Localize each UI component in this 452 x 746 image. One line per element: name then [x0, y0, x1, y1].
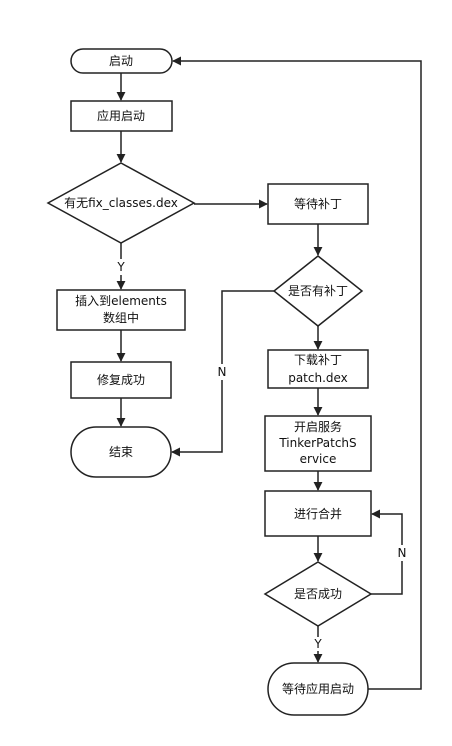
insert-label-line-2: 数组中	[103, 310, 139, 325]
fix-success-label: 修复成功	[97, 372, 145, 387]
fix-success-node	[70, 361, 172, 399]
success-label: 是否成功	[294, 587, 342, 601]
end-label: 结束	[109, 445, 133, 459]
download-label-line-2: patch.dex	[288, 371, 348, 385]
start-service-node	[264, 415, 372, 472]
edge-label-no-2: N	[398, 546, 407, 560]
edge-label-no-1: N	[218, 365, 227, 379]
end-node	[70, 426, 172, 478]
edge-wait-restart-to-start	[172, 56, 422, 690]
merge-label: 进行合并	[294, 506, 342, 521]
service-label-line-1: 开启服务	[294, 419, 342, 434]
app-start-label: 应用启动	[97, 108, 145, 123]
wait-patch-node	[267, 183, 369, 225]
insert-label-line-1: 插入到elements	[75, 294, 167, 308]
edge-label-yes-2: Y	[313, 637, 322, 651]
download-label-line-1: 下载补丁	[294, 353, 342, 367]
app-start-node	[70, 100, 173, 132]
merge-node	[264, 490, 372, 537]
start-label: 启动	[109, 54, 133, 68]
service-label-line-2: TinkerPatchS	[278, 436, 356, 450]
download-patch-node	[267, 349, 369, 389]
has-fix-label: 有无fix_classes.dex	[64, 196, 178, 210]
has-patch-label: 是否有补丁	[288, 284, 348, 298]
insert-elements-node	[56, 289, 186, 331]
service-label-line-3: ervice	[300, 452, 337, 466]
wait-restart-label: 等待应用启动	[282, 681, 354, 696]
wait-patch-label: 等待补丁	[294, 197, 342, 211]
edge-label-yes-1: Y	[116, 260, 125, 274]
